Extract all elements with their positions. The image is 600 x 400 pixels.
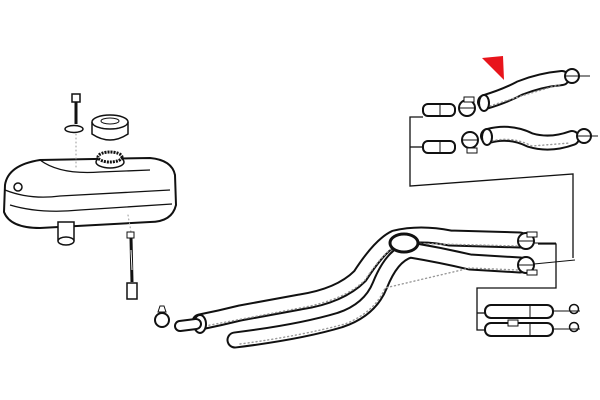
bleed-connectors-bottom xyxy=(484,303,580,337)
filler-neck xyxy=(95,150,125,169)
upper-hose-highlighted xyxy=(477,70,570,112)
bolt-and-washer xyxy=(64,93,84,171)
red-arrow-pointer-icon xyxy=(482,56,504,80)
hose-clamp xyxy=(154,305,170,328)
pipe-connectors-top xyxy=(422,103,456,154)
hose-clamps-top xyxy=(458,68,598,154)
main-hose-assembly xyxy=(174,226,529,349)
lower-hose xyxy=(480,125,580,151)
expansion-tank xyxy=(2,156,178,246)
reservoir-cap xyxy=(91,114,129,141)
leader-lines xyxy=(409,116,574,331)
hose-clamps-main xyxy=(517,231,576,276)
level-sensor xyxy=(126,214,138,300)
